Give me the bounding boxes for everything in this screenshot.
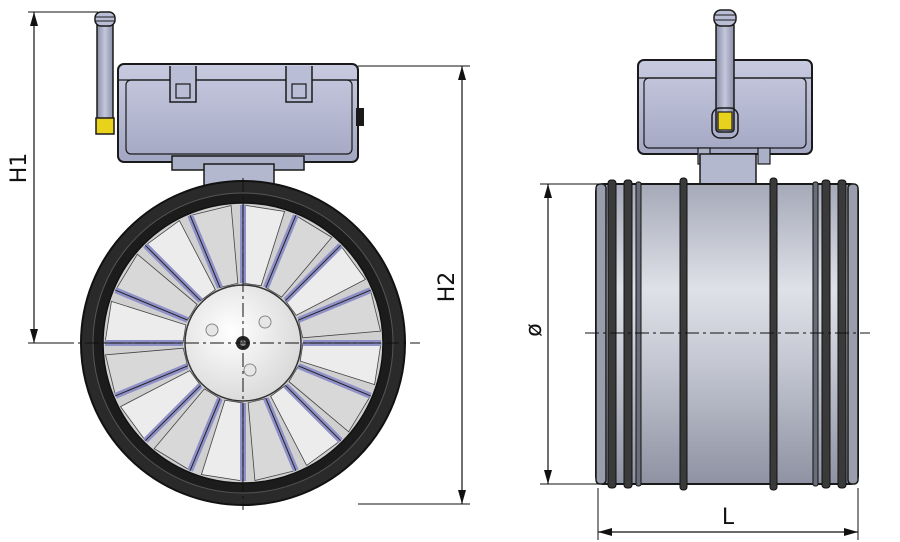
side-view: ø L [522,9,870,540]
blade-edge-outline [115,289,188,321]
diameter-label: ø [522,323,547,336]
blade-edge-outline [145,245,201,301]
duct-tube [595,177,859,491]
h2-label: H2 [435,272,460,303]
blade-edge-outline [265,215,297,288]
dimension-h2: H2 [358,65,470,505]
blade-edge-outline [265,398,297,471]
length-label: L [722,505,735,530]
blade-edge-outline [189,398,221,471]
blade-edge-outline [285,385,341,441]
blade-group [104,204,382,482]
dimension-length: L [597,488,859,540]
dimension-diameter: ø [522,183,600,485]
dimension-h1: H1 [7,11,98,344]
blade-edge-outline [298,365,371,397]
blade-edge-outline [189,215,221,288]
front-view: H1 H2 [7,11,470,510]
blade-edge-outline [145,385,201,441]
h1-label: H1 [7,153,32,184]
blade-edge-outline [298,289,371,321]
blade-edge-outline [285,245,341,301]
actuator-housing [117,63,364,191]
blade-edge-outline [115,365,188,397]
antenna-icon [94,11,116,135]
antenna-side-icon [711,9,739,139]
